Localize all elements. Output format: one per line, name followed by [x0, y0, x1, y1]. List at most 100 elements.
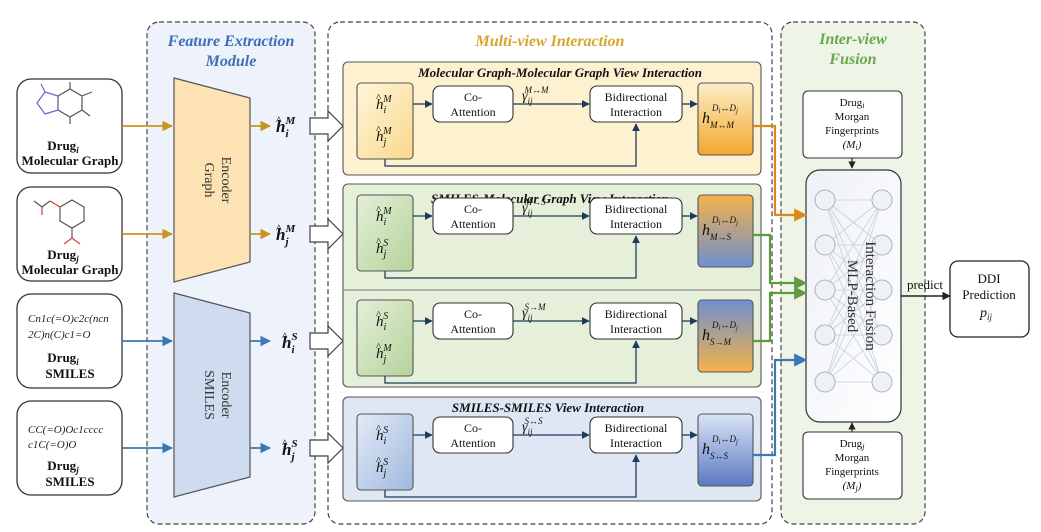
svg-text:^: ^	[282, 329, 288, 343]
svg-text:hjM: hjM	[376, 126, 392, 148]
feature-h-i-S: hiS ^	[282, 329, 298, 356]
svg-text:Di↔Dj: Di↔Dj	[711, 215, 738, 227]
block-arrow-1	[309, 109, 344, 143]
coattention-label-2: Attention	[450, 322, 495, 336]
smiles-encoder-label-1: SMILES	[201, 370, 216, 420]
h2-sub: j	[382, 249, 387, 260]
fp-bottom-sub: j	[861, 442, 865, 451]
svg-text:hjS: hjS	[376, 238, 388, 260]
input-2-drug-sub: j	[74, 254, 79, 264]
feature-4-sub: j	[289, 451, 295, 463]
svg-text:Di↔Dj: Di↔Dj	[711, 103, 738, 115]
out-sup-d2: D	[728, 103, 736, 113]
gamma-sup: S↔S	[525, 416, 544, 426]
out-sup-i: i	[719, 219, 721, 227]
svg-text:γijM↔M: γijM↔M	[522, 85, 549, 106]
out-sup-i: i	[719, 438, 721, 446]
h1-sup: S	[383, 311, 388, 322]
arrow-h-bidirectional	[384, 123, 640, 167]
feature-3-sub: i	[291, 344, 295, 356]
interaction-output-box	[697, 194, 754, 268]
mlp-node	[871, 189, 893, 211]
h2-sup: S	[383, 457, 388, 468]
fp-bottom-drug: Drug	[840, 438, 863, 450]
input-3-drug-label: Drug	[47, 350, 76, 365]
input-1-drug-label: Drug	[47, 138, 76, 153]
h1-sup: M	[382, 206, 392, 217]
panel-smiles-smiles-title: SMILES-SMILES View Interaction	[452, 400, 644, 415]
h2-sup: M	[382, 126, 392, 137]
aspirin-molecule-icon	[33, 199, 85, 245]
out-sup-i: i	[719, 107, 721, 115]
h1-sub: i	[384, 436, 387, 447]
fp-bottom-m-end: )	[857, 480, 862, 492]
h2-sup: M	[382, 343, 392, 354]
fp-top-sub: i	[862, 101, 864, 110]
input-drug-i-graph: Drugi Molecular Graph	[16, 78, 123, 174]
out-sup-arrow: ↔	[720, 320, 729, 330]
input-3-smiles-line2: 2C)n(C)c1=O	[28, 329, 90, 341]
ddi-label: DDI	[977, 271, 1000, 286]
svg-text:^: ^	[376, 455, 382, 467]
feature-1-sup: M	[285, 115, 297, 127]
out-sub: M→S	[709, 232, 731, 242]
svg-text:(Mj): (Mj)	[843, 480, 862, 493]
svg-text:^: ^	[376, 423, 382, 435]
svg-text:^: ^	[276, 221, 282, 235]
feature-3-sup: S	[292, 331, 298, 343]
connector-s-s-to-mlp	[753, 353, 808, 457]
bidirectional-label-2: Interaction	[610, 436, 662, 450]
predict-label: predict	[907, 277, 943, 292]
out-main: h	[702, 110, 710, 127]
svg-text:hjM: hjM	[376, 343, 392, 365]
gamma-sub: ij	[528, 96, 534, 106]
input-3-smiles-line1: Cn1c(=O)c2c(ncn	[28, 313, 109, 325]
h1-sup: S	[383, 425, 388, 436]
coattention-label-2: Attention	[450, 217, 495, 231]
bidirectional-label-1: Bidirectional	[605, 202, 668, 216]
out-sup-j: j	[735, 219, 738, 227]
graph-encoder-label-2: Encoder	[218, 157, 233, 204]
mlp-edge	[824, 199, 883, 291]
fp-top-drug: Drug	[840, 97, 863, 109]
input-4-drug-sub: j	[74, 465, 79, 475]
input-drug-j-smiles: CC(=O)Oc1cccc c1C(=O)O Drugj SMILES	[16, 400, 123, 496]
bidirectional-label-1: Bidirectional	[605, 90, 668, 104]
feature-2-sub: j	[283, 236, 289, 248]
fp-top-fingerprints: Fingerprints	[825, 125, 879, 137]
mlp-node	[871, 324, 893, 346]
svg-text:^: ^	[376, 341, 382, 353]
gamma-main: γ	[522, 89, 528, 104]
h1-sub: i	[384, 105, 387, 116]
feature-2-sup: M	[285, 223, 297, 235]
svg-text:^: ^	[376, 236, 382, 248]
input-3-drug-sub: i	[76, 357, 79, 367]
svg-text:hiM: hiM	[276, 115, 297, 140]
mlp-label-2: Interaction Fusion	[862, 241, 878, 351]
feature-extraction-title-1: Feature Extraction	[167, 33, 295, 50]
interaction-output-box	[697, 299, 754, 373]
multiview-title: Multi-view Interaction	[475, 33, 625, 50]
svg-text:pij: pij	[979, 306, 993, 322]
mlp-node	[871, 234, 893, 256]
svg-text:hiM: hiM	[376, 206, 392, 228]
input-2-drug-label: Drug	[47, 247, 76, 262]
svg-text:(Mi): (Mi)	[843, 139, 862, 152]
gamma-sub: ij	[528, 427, 534, 437]
coattention-label-1: Co-	[464, 202, 482, 216]
feature-2-main: h	[276, 225, 285, 244]
input-4-type-label: SMILES	[45, 474, 94, 489]
smiles-encoder	[173, 292, 251, 498]
caffeine-molecule-icon	[36, 82, 93, 124]
mlp-edge	[824, 199, 883, 246]
out-sup-d2: D	[728, 320, 736, 330]
svg-text:Drugi: Drugi	[840, 97, 865, 110]
coattention-label-2: Attention	[450, 105, 495, 119]
out-sup-i: i	[719, 324, 721, 332]
connector-s-m-to-mlp	[753, 286, 808, 343]
bidirectional-label-1: Bidirectional	[605, 307, 668, 321]
input-drug-j-graph: Drugj Molecular Graph	[16, 186, 123, 282]
out-sup-arrow: ↔	[720, 215, 729, 225]
